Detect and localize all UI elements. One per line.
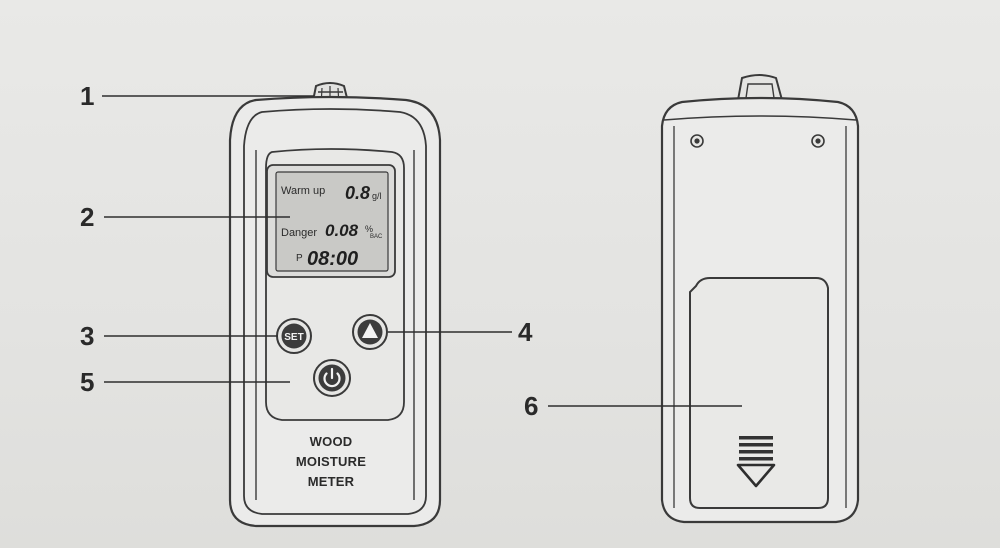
lcd-p-label: P bbox=[296, 253, 303, 264]
set-button-label: SET bbox=[284, 332, 303, 343]
lcd-danger-label: Danger bbox=[281, 227, 317, 239]
device-label-line2: MOISTURE bbox=[295, 454, 367, 469]
screw-left-icon bbox=[690, 134, 704, 148]
lcd-warmup-label: Warm up bbox=[281, 185, 325, 197]
lcd-danger-value: 0.08 bbox=[325, 221, 359, 240]
up-arrow-icon bbox=[362, 323, 378, 338]
callout-1: 1 bbox=[80, 81, 95, 111]
device-label-line1: WOOD bbox=[309, 434, 353, 449]
slide-down-arrow-icon bbox=[736, 463, 776, 488]
lcd-warmup-unit: g/l bbox=[372, 191, 382, 201]
leader-lines bbox=[102, 95, 742, 407]
device-label-line3: METER bbox=[307, 474, 355, 489]
battery-cover[interactable] bbox=[689, 277, 829, 509]
power-icon bbox=[323, 367, 341, 388]
back-device bbox=[660, 74, 860, 524]
grip-lines-icon bbox=[739, 436, 773, 461]
up-button[interactable] bbox=[352, 314, 388, 350]
callout-4: 4 bbox=[518, 317, 533, 347]
lcd-screen bbox=[275, 171, 389, 272]
lcd-time-value: 08:00 bbox=[307, 248, 358, 270]
lcd-danger-unit-pct: % bbox=[365, 224, 373, 234]
callout-5: 5 bbox=[80, 367, 95, 397]
front-device: Warm up 0.8 g/l Danger 0.08 % BAC P 08:0… bbox=[228, 82, 442, 528]
lcd-warmup-value: 0.8 bbox=[345, 183, 370, 203]
callout-3: 3 bbox=[80, 321, 95, 351]
set-button[interactable]: SET bbox=[276, 318, 312, 354]
back-top-nub bbox=[736, 74, 784, 101]
front-body-inner bbox=[243, 108, 427, 515]
power-button[interactable] bbox=[313, 359, 351, 397]
lcd-danger-unit-bac: BAC bbox=[370, 234, 383, 240]
callout-6: 6 bbox=[524, 391, 539, 421]
screw-right-icon bbox=[811, 134, 825, 148]
callout-2: 2 bbox=[80, 202, 95, 232]
